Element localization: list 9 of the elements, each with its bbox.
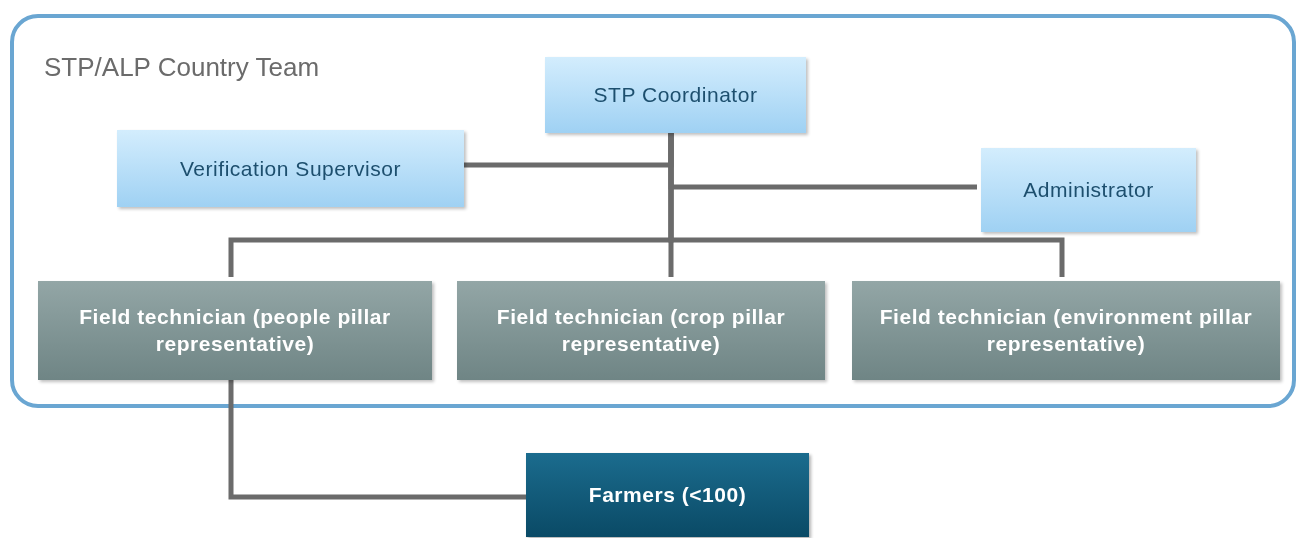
role-box: Field technician (crop pillar representative) xyxy=(457,281,825,380)
role-box: Administrator xyxy=(981,148,1196,232)
role-box: Field technician (environment pillar representative) xyxy=(852,281,1280,380)
group-heading: STP/ALP Country Team xyxy=(44,51,320,84)
role-box: STP Coordinator xyxy=(545,57,806,133)
role-box: Farmers (<100) xyxy=(526,453,809,537)
role-box: Field technician (people pillar representative) xyxy=(38,281,432,380)
role-box: Verification Supervisor xyxy=(117,130,464,207)
team-frame xyxy=(10,14,1296,408)
